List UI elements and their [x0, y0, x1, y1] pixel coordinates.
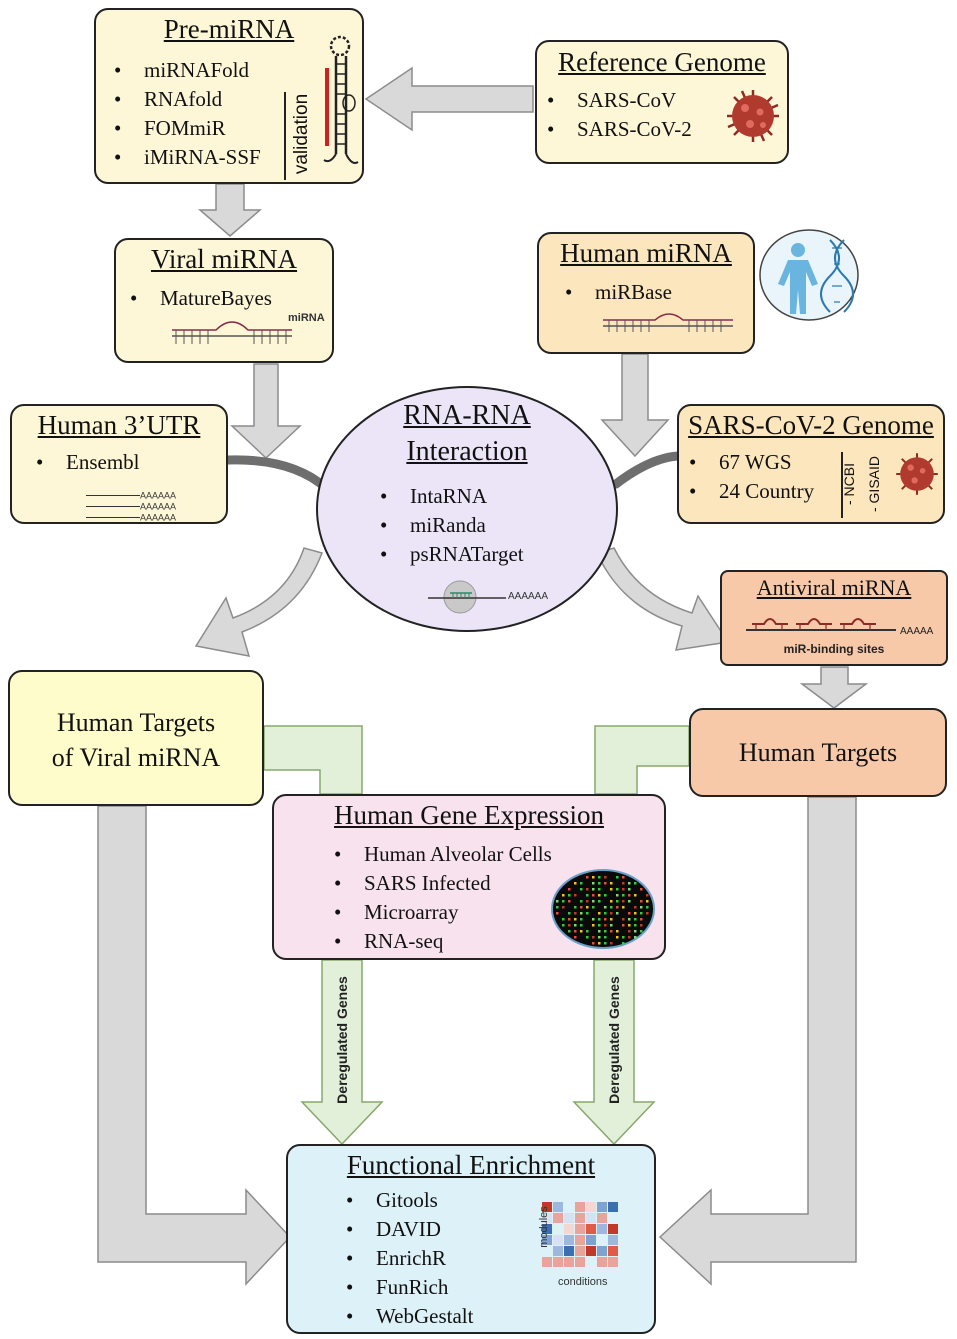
human-targets-box: Human Targets: [689, 708, 947, 797]
list-item: psRNATarget: [376, 540, 524, 569]
list-item: miRanda: [376, 511, 524, 540]
gene-expression-title: Human Gene Expression: [334, 800, 604, 830]
human-mirna-list: miRBase: [561, 278, 672, 307]
list-item: 24 Country: [685, 477, 814, 506]
antiviral-mirna-box: Antiviral miRNA AAAAA miR-binding sites: [720, 570, 948, 666]
arrow-interaction-to-viral-targets: [194, 547, 323, 657]
antiviral-mirna-title: Antiviral miRNA: [756, 575, 912, 600]
arrow-viral-targets-to-enrichment: [97, 805, 292, 1286]
list-item: 67 WGS: [685, 448, 814, 477]
virus-icon: [896, 453, 938, 495]
list-item: Gitools: [342, 1186, 473, 1215]
list-item: Microarray: [330, 898, 552, 927]
list-item: Ensembl: [32, 448, 140, 477]
human-targets-label: Human Targets: [738, 738, 898, 767]
rna-interaction-ellipse: RNA-RNA Interaction IntaRNA miRanda psRN…: [316, 386, 618, 632]
arrow-reference-to-premirna: [364, 66, 534, 132]
viral-mirna-list: MatureBayes: [126, 284, 272, 313]
deregulated-arrow-left: [300, 959, 384, 1146]
list-item: MatureBayes: [126, 284, 272, 313]
heatmap-icon: [542, 1202, 618, 1267]
gisaid-label: - GISAID: [866, 456, 882, 513]
ncbi-label: - NCBI: [841, 463, 857, 505]
pre-mirna-title: Pre-miRNA: [163, 14, 295, 44]
validation-label: validation: [291, 93, 312, 175]
reference-genome-title: Reference Genome: [558, 47, 766, 77]
list-item: WebGestalt: [342, 1302, 473, 1331]
hairpin-icon: [323, 35, 359, 164]
human-targets-viral-box: Human Targets of Viral miRNA: [8, 670, 264, 806]
human-dna-icon: [759, 229, 859, 321]
list-item: miRBase: [561, 278, 672, 307]
interaction-title-line2: Interaction: [406, 436, 528, 467]
pre-mirna-box: Pre-miRNA miRNAFold RNAfold FOMmiR iMiRN…: [94, 8, 364, 184]
arrow-viral-to-interaction: [230, 363, 302, 460]
viral-mirna-box: Viral miRNA MatureBayes miRNA: [114, 238, 334, 363]
functional-enrichment-list: Gitools DAVID EnrichR FunRich WebGestalt: [342, 1186, 473, 1331]
deregulated-arrow-right: [572, 959, 656, 1146]
polya-tail: AAAAAA: [140, 501, 177, 512]
arrow-viral-targets-to-expression: [263, 725, 363, 795]
list-item: DAVID: [342, 1215, 473, 1244]
mirna-label: miRNA: [288, 312, 325, 324]
human-3utr-box: Human 3’UTR Ensembl AAAAAA AAAAAA AAAAAA: [10, 404, 228, 524]
binding-sites-caption: miR-binding sites: [783, 642, 885, 656]
source-divider: [841, 452, 843, 518]
human-3utr-list: Ensembl: [32, 448, 140, 477]
sars-genome-title: SARS-CoV-2 Genome: [688, 410, 934, 440]
interaction-title-line1: RNA-RNA: [403, 400, 531, 431]
arrow-antiviral-to-targets: [799, 666, 869, 709]
arrow-premirna-to-viral: [197, 183, 263, 237]
mature-mirna-icon: [603, 313, 733, 332]
human-targets-viral-line1: Human Targets: [56, 708, 216, 737]
microarray-icon: [551, 869, 655, 949]
list-item: FOMmiR: [110, 114, 261, 143]
sars-genome-list: 67 WGS 24 Country: [685, 448, 814, 506]
list-item: Human Alveolar Cells: [330, 840, 552, 869]
list-item: SARS-CoV-2: [543, 115, 692, 144]
antiviral-polya: AAAAA: [900, 626, 934, 637]
list-item: iMiRNA-SSF: [110, 143, 261, 172]
list-item: miRNAFold: [110, 56, 261, 85]
interaction-list: IntaRNA miRanda psRNATarget: [376, 482, 524, 569]
arrow-interaction-to-antiviral: [595, 547, 730, 651]
list-item: RNAfold: [110, 85, 261, 114]
reference-genome-box: Reference Genome SARS-CoV SARS-CoV-2: [535, 40, 789, 164]
pre-mirna-list: miRNAFold RNAfold FOMmiR iMiRNA-SSF: [110, 56, 261, 172]
utr-transcripts: AAAAAA AAAAAA AAAAAA: [86, 486, 177, 523]
human-targets-viral-line2: of Viral miRNA: [51, 743, 221, 772]
binding-icon: [428, 580, 506, 614]
list-item: EnrichR: [342, 1244, 473, 1273]
list-item: SARS-CoV: [543, 86, 692, 115]
gene-expression-box: Human Gene Expression Human Alveolar Cel…: [272, 794, 666, 960]
binding-sites-icon: [746, 618, 896, 631]
gene-expression-list: Human Alveolar Cells SARS Infected Micro…: [330, 840, 552, 956]
arrow-targets-to-expression: [594, 725, 690, 795]
polya-tail: AAAAAA: [140, 512, 177, 523]
functional-enrichment-box: Functional Enrichment Gitools DAVID Enri…: [286, 1144, 656, 1334]
validation-divider: [284, 92, 286, 180]
heatmap-modules-label: modules: [538, 1206, 550, 1248]
list-item: RNA-seq: [330, 927, 552, 956]
interaction-polya: AAAAAA: [508, 591, 549, 602]
deregulated-label-left: Deregulated Genes: [334, 976, 350, 1104]
list-item: FunRich: [342, 1273, 473, 1302]
human-3utr-title: Human 3’UTR: [37, 410, 201, 440]
deregulated-label-right: Deregulated Genes: [606, 976, 622, 1104]
mirna-duplex-icon: [172, 321, 292, 344]
viral-mirna-title: Viral miRNA: [150, 244, 298, 274]
human-mirna-title: Human miRNA: [560, 238, 732, 268]
heatmap-conditions-label: conditions: [558, 1276, 608, 1288]
arrow-human-to-interaction: [600, 353, 670, 458]
list-item: SARS Infected: [330, 869, 552, 898]
human-mirna-box: Human miRNA miRBase: [537, 232, 755, 354]
virus-icon: [727, 90, 779, 142]
polya-tail: AAAAAA: [140, 490, 177, 501]
list-item: IntaRNA: [376, 482, 524, 511]
reference-genome-list: SARS-CoV SARS-CoV-2: [543, 86, 692, 144]
arrow-targets-to-enrichment: [658, 796, 857, 1286]
sars-genome-box: SARS-CoV-2 Genome 67 WGS 24 Country - NC…: [677, 404, 945, 524]
functional-enrichment-title: Functional Enrichment: [346, 1150, 596, 1180]
